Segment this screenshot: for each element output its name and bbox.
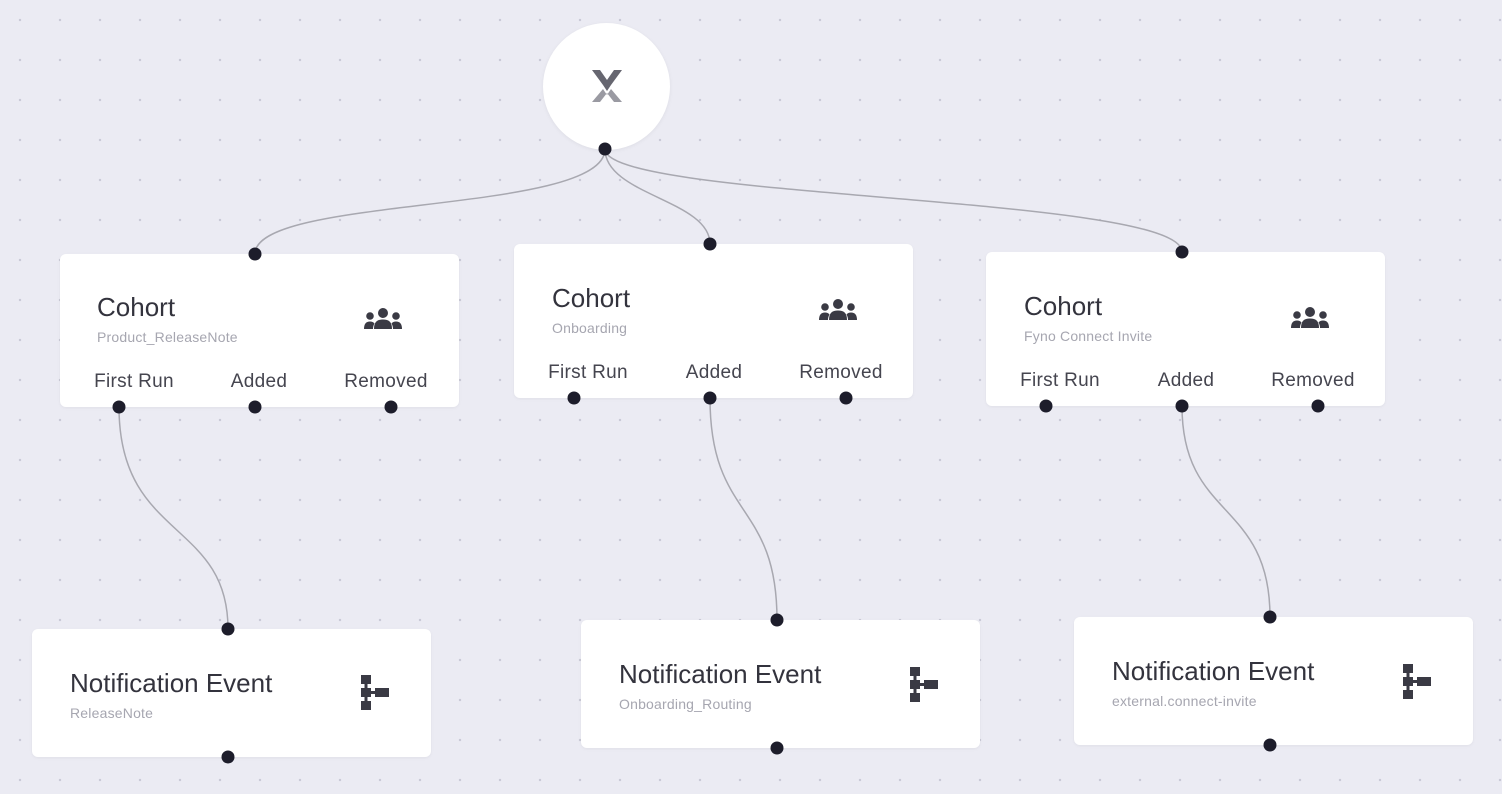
cohort-node-2-port-label-added: Added — [685, 362, 743, 383]
notification-event-node-3-title: Notification Event — [1112, 656, 1315, 686]
routing-icon — [361, 675, 389, 710]
cohort-node-3-input-port[interactable] — [1175, 245, 1189, 259]
cohort-node-2[interactable]: Cohort Onboarding First Run Added Remove… — [514, 244, 913, 398]
notification-event-node-2-output-port[interactable] — [770, 741, 784, 755]
edge-root-to-cohort-2 — [604, 148, 711, 245]
users-icon — [819, 299, 857, 320]
notification-event-node-2-title: Notification Event — [619, 659, 822, 689]
cohort-node-2-port-label-removed: Removed — [799, 362, 883, 383]
cohort-node-2-removed-port[interactable] — [839, 391, 853, 405]
cohort-node-3-subtitle: Fyno Connect Invite — [1024, 328, 1153, 344]
cohort-node-1-removed-port[interactable] — [384, 400, 398, 414]
notification-event-node-1-subtitle: ReleaseNote — [70, 705, 154, 721]
cohort-node-2-port-label-first-run: First Run — [548, 362, 628, 383]
users-icon — [364, 308, 402, 329]
notification-event-node-1-title: Notification Event — [70, 668, 273, 698]
users-icon — [1291, 307, 1329, 328]
edge-cohort-1-first-run-to-event-1 — [118, 406, 229, 630]
notification-event-node-3[interactable]: Notification Event external.connect-invi… — [1074, 617, 1473, 745]
notification-event-node-3-subtitle: external.connect-invite — [1112, 693, 1257, 709]
notification-event-node-2-subtitle: Onboarding_Routing — [619, 696, 752, 712]
cohort-node-3-removed-port[interactable] — [1311, 399, 1325, 413]
start-node[interactable] — [543, 23, 670, 150]
notification-event-node-2-input-port[interactable] — [770, 613, 784, 627]
notification-event-node-1-output-port[interactable] — [221, 750, 235, 764]
cohort-node-3[interactable]: Cohort Fyno Connect Invite First Run Add… — [986, 252, 1385, 406]
cohort-node-2-title: Cohort — [552, 283, 631, 313]
cohort-node-3-title: Cohort — [1024, 291, 1103, 321]
routing-icon — [1403, 664, 1431, 699]
cohort-node-2-subtitle: Onboarding — [552, 320, 628, 336]
cohort-node-2-input-port[interactable] — [703, 237, 717, 251]
cohort-node-2-added-port[interactable] — [703, 391, 717, 405]
notification-event-node-3-input-port[interactable] — [1263, 610, 1277, 624]
edge-cohort-3-added-to-event-3 — [1181, 405, 1271, 618]
edge-cohort-2-added-to-event-2 — [709, 397, 778, 621]
notification-event-node-3-output-port[interactable] — [1263, 738, 1277, 752]
notification-event-node-1-input-port[interactable] — [221, 622, 235, 636]
routing-icon — [910, 667, 938, 702]
notification-event-node-1[interactable]: Notification Event ReleaseNote — [32, 629, 431, 757]
cohort-node-1[interactable]: Cohort Product_ReleaseNote First Run Add… — [60, 254, 459, 407]
cohort-node-1-port-label-removed: Removed — [344, 371, 428, 392]
start-node-output-port[interactable] — [598, 142, 612, 156]
cohort-node-3-port-label-first-run: First Run — [1020, 370, 1100, 391]
cohort-node-2-first-run-port[interactable] — [567, 391, 581, 405]
cohort-node-1-port-label-first-run: First Run — [94, 371, 174, 392]
cohort-node-3-port-label-added: Added — [1157, 370, 1215, 391]
edge-root-to-cohort-3 — [604, 148, 1183, 253]
edge-root-to-cohort-1 — [254, 148, 606, 255]
cohort-node-1-title: Cohort — [97, 292, 176, 322]
cohort-node-1-input-port[interactable] — [248, 247, 262, 261]
cohort-node-1-added-port[interactable] — [248, 400, 262, 414]
cohort-node-1-first-run-port[interactable] — [112, 400, 126, 414]
fyno-logo-icon — [592, 70, 622, 102]
notification-event-node-2[interactable]: Notification Event Onboarding_Routing — [581, 620, 980, 748]
cohort-node-1-subtitle: Product_ReleaseNote — [97, 329, 238, 345]
cohort-node-3-first-run-port[interactable] — [1039, 399, 1053, 413]
cohort-node-3-added-port[interactable] — [1175, 399, 1189, 413]
cohort-node-3-port-label-removed: Removed — [1271, 370, 1355, 391]
cohort-node-1-port-label-added: Added — [230, 371, 288, 392]
